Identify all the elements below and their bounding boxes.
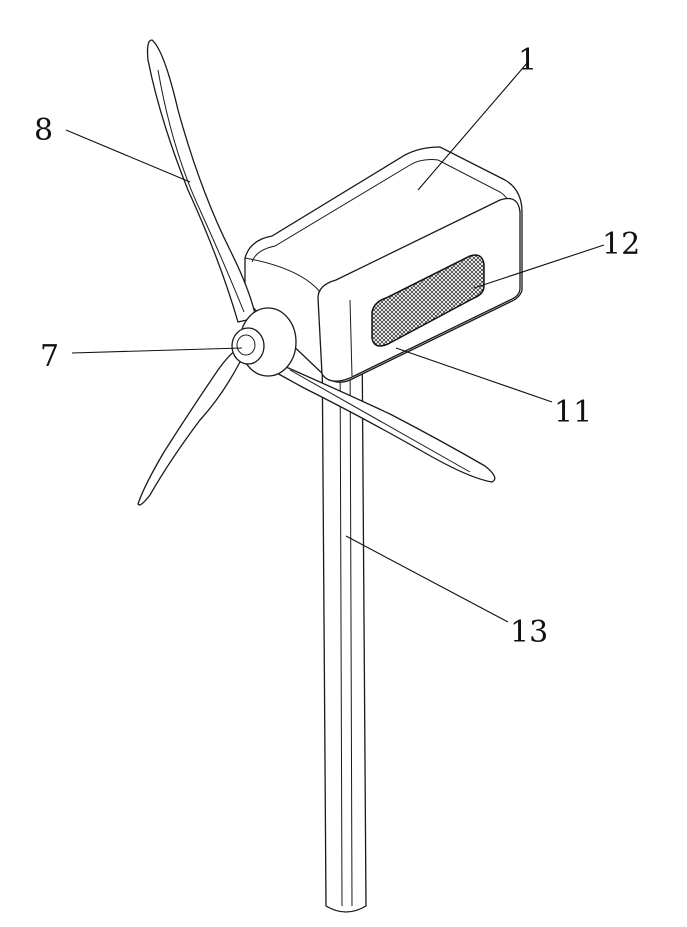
leader-11 [396,348,552,402]
label-nacelle: 1 [518,43,537,78]
leader-13 [346,536,508,622]
label-blade: 8 [34,113,53,148]
label-mesh-panel: 12 [602,227,640,262]
lower-left-blade [138,350,240,505]
right-blade [268,360,495,482]
label-panel-frame: 11 [554,395,592,430]
label-tower: 13 [510,615,548,650]
label-hub: 7 [40,339,59,374]
leader-7 [72,348,242,353]
upper-blade [148,40,257,322]
